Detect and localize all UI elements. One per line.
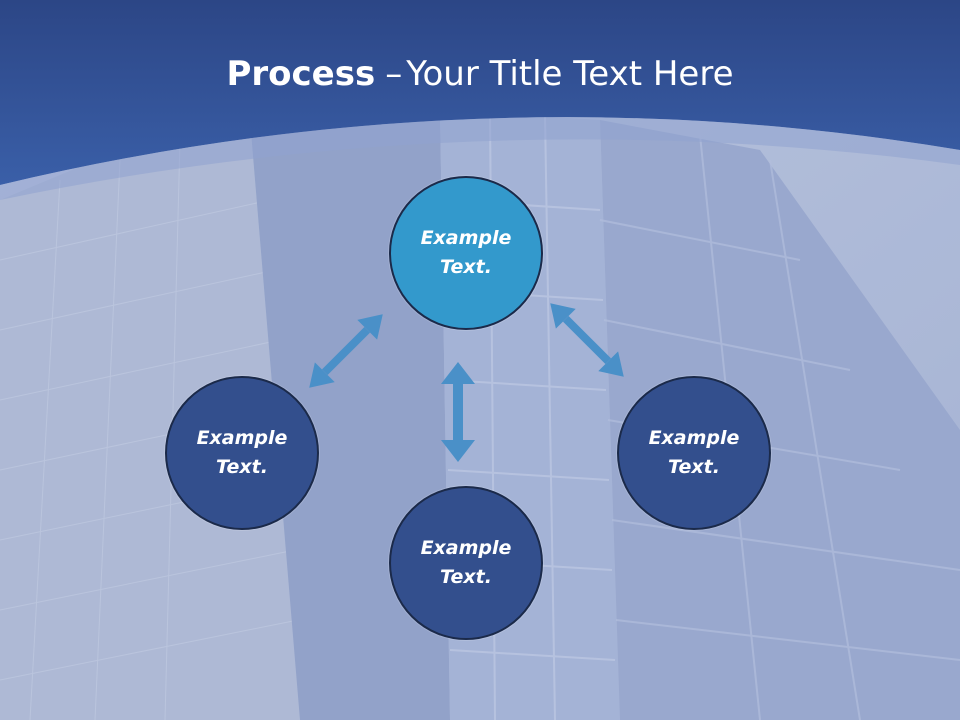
node-bottom-label: Example Text. — [420, 537, 512, 588]
node-top-label: Example Text. — [420, 227, 512, 278]
node-right-label: Example Text. — [648, 427, 740, 478]
process-node-right[interactable]: Example Text. — [617, 376, 771, 530]
process-node-left[interactable]: Example Text. — [165, 376, 319, 530]
process-node-top[interactable]: Example Text. — [389, 176, 543, 330]
slide-title: Process–Your Title Text Here — [0, 52, 960, 96]
title-bold: Process — [226, 54, 376, 94]
node-left-label: Example Text. — [196, 427, 288, 478]
process-node-bottom[interactable]: Example Text. — [389, 486, 543, 640]
title-separator: – — [385, 54, 403, 94]
title-rest: Your Title Text Here — [406, 54, 734, 94]
